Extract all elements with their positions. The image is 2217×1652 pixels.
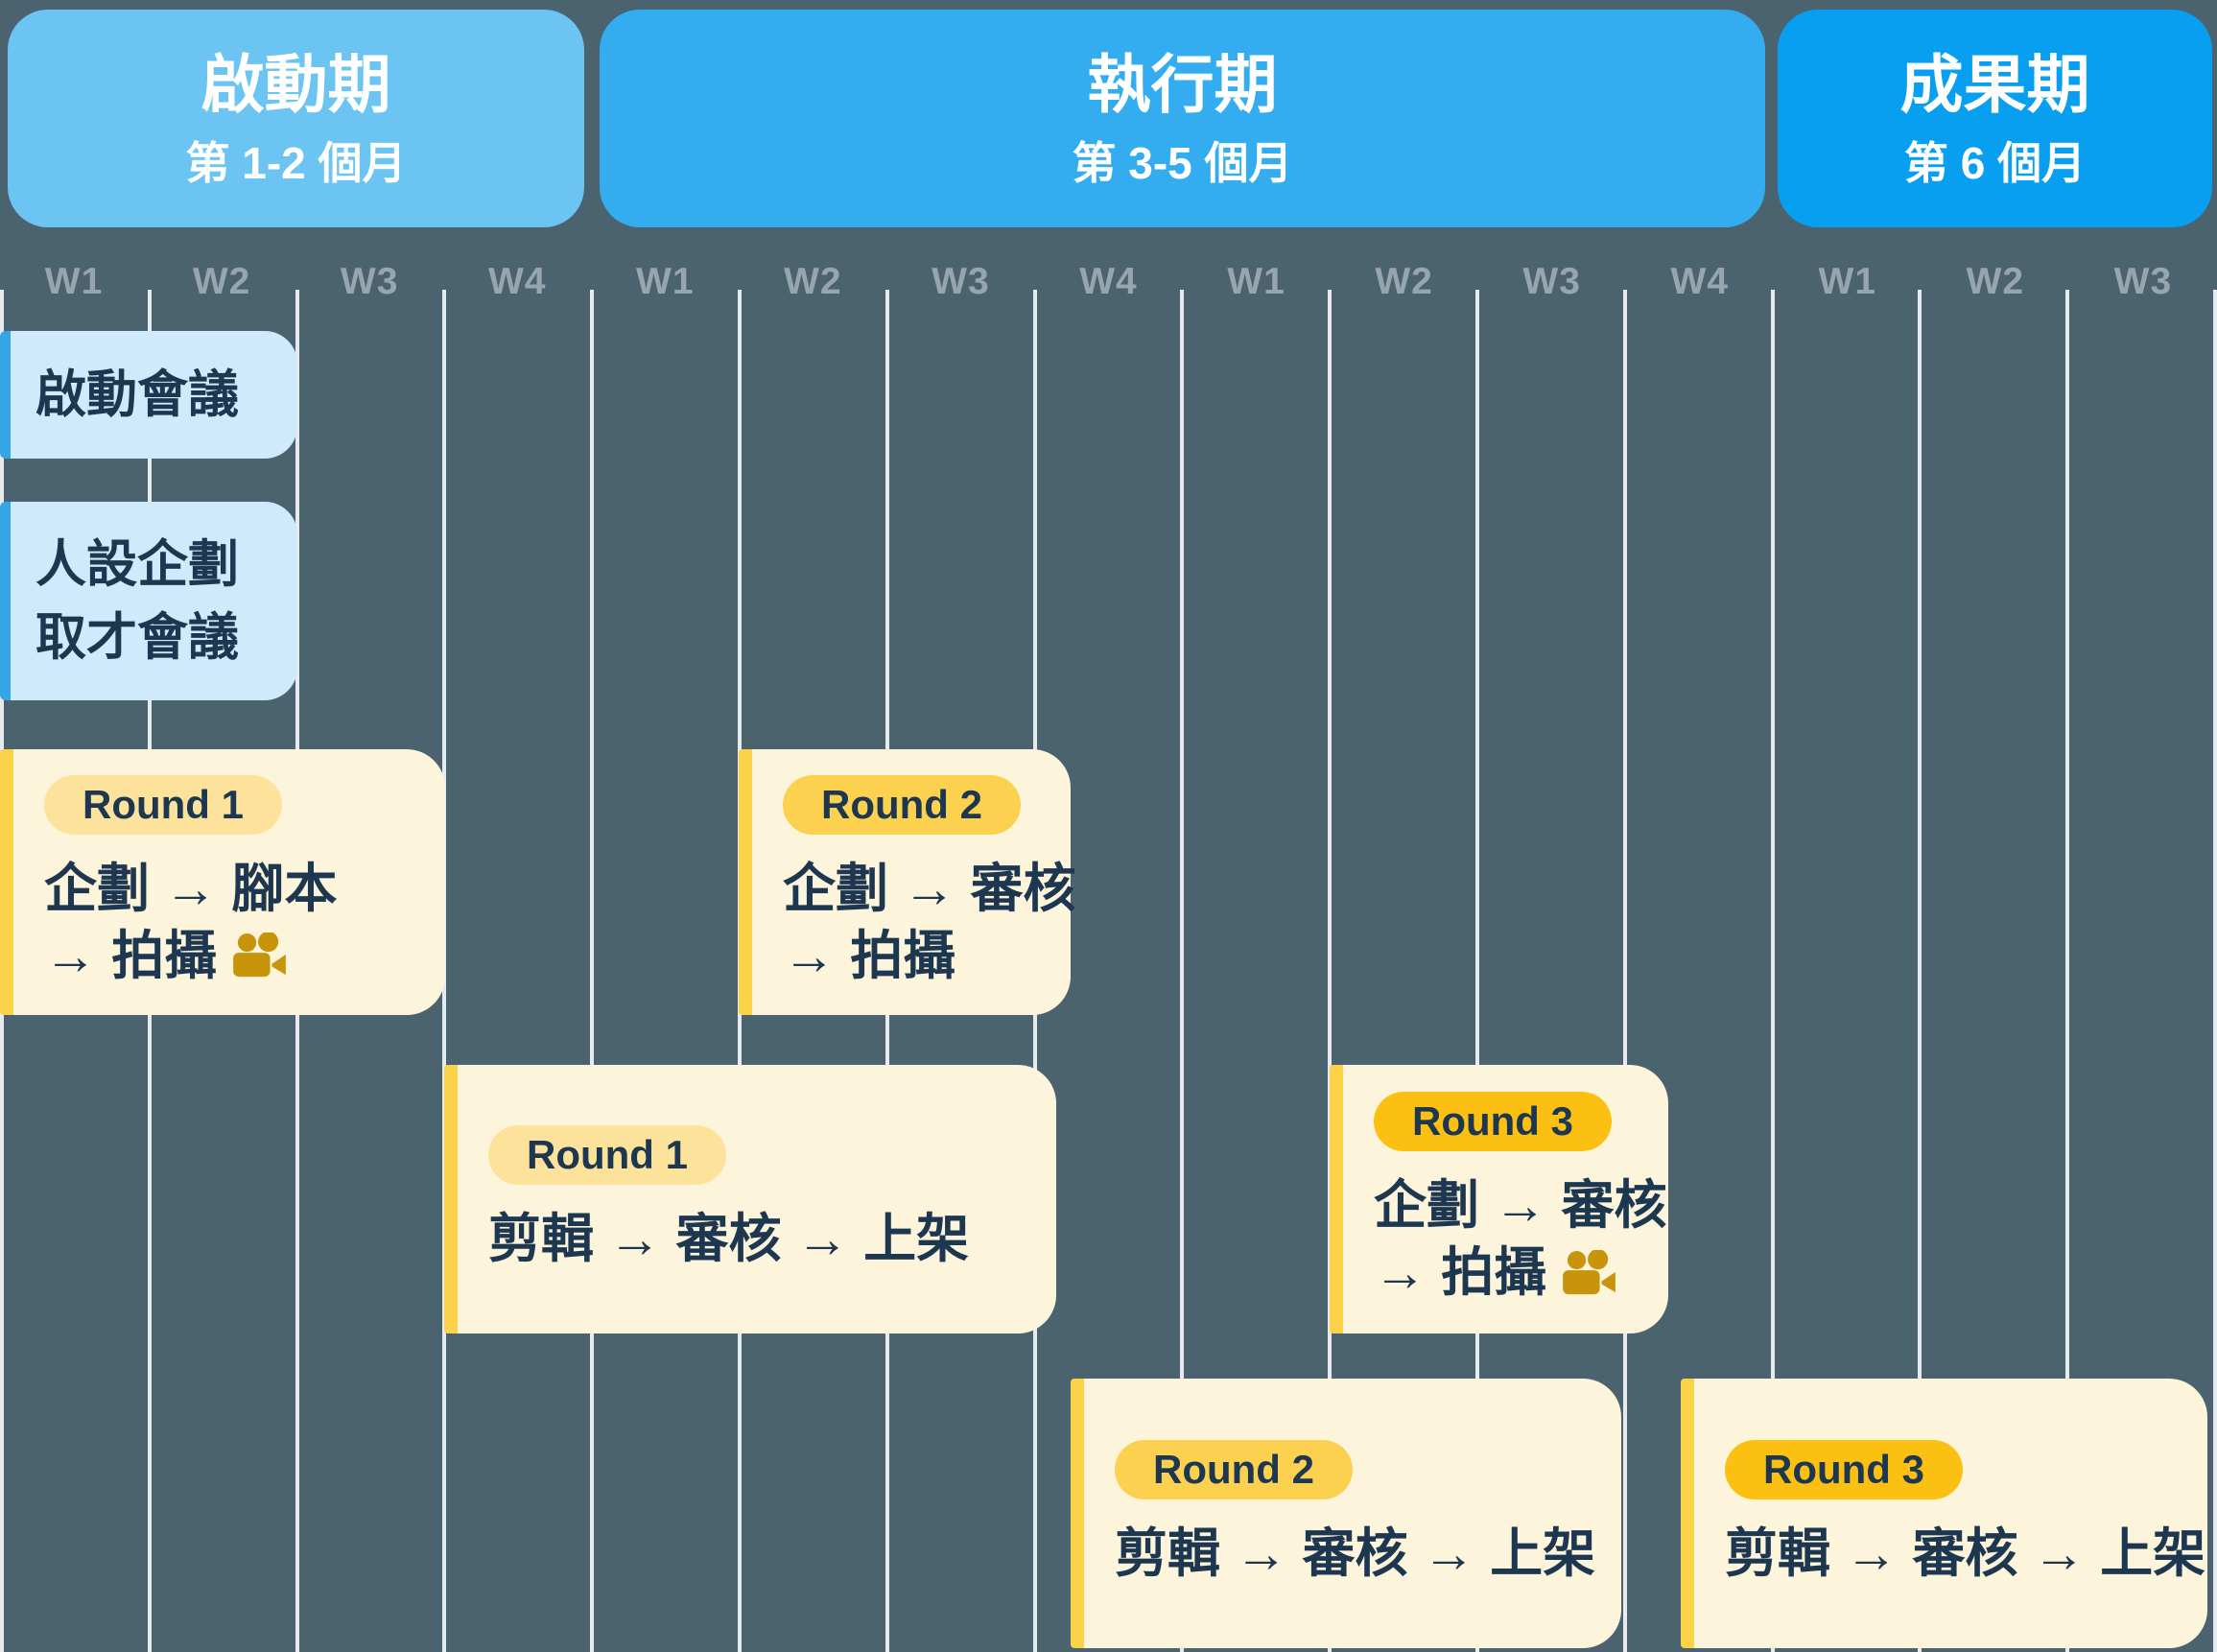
week-label: W2 xyxy=(1375,261,1433,302)
task-step-line: → 拍攝 xyxy=(783,925,956,985)
week-label: W1 xyxy=(1818,261,1877,302)
phase-title: 啟動期 xyxy=(200,48,391,120)
round-badge-label: Round 3 xyxy=(1412,1098,1573,1145)
task-round1-production: Round 1 企劃 → 腳本 → 拍攝 xyxy=(0,749,445,1015)
week-label: W4 xyxy=(1670,261,1729,302)
gridline-column xyxy=(2065,290,2213,1652)
week-label: W1 xyxy=(1227,261,1285,302)
week-label: W1 xyxy=(44,261,104,302)
task-step-line: → 拍攝 xyxy=(1374,1239,1617,1307)
gridline-column xyxy=(590,290,738,1652)
video-camera-icon xyxy=(232,932,288,979)
phase-subtitle: 第 1-2 個月 xyxy=(185,137,407,188)
phase-subtitle: 第 3-5 個月 xyxy=(1072,137,1293,188)
round-badge: Round 2 xyxy=(1115,1439,1353,1499)
task-round1-publish: Round 1 剪輯 → 審核 → 上架 xyxy=(444,1065,1056,1333)
task-round2-publish: Round 2 剪輯 → 審核 → 上架 xyxy=(1071,1379,1621,1648)
gridline-column xyxy=(1918,290,2065,1652)
gridline-column xyxy=(1622,290,1771,1652)
task-step-line: 企劃 → 腳本 xyxy=(44,858,338,918)
task-label: 人設企劃 xyxy=(35,536,239,594)
round-badge: Round 2 xyxy=(783,774,1021,835)
phase-subtitle: 第 6 個月 xyxy=(1903,137,2087,188)
task-round3-production: Round 3 企劃 → 審核 → 拍攝 xyxy=(1330,1065,1668,1333)
round-badge-label: Round 2 xyxy=(1153,1446,1314,1492)
task-kickoff-meeting: 啟動會議 xyxy=(0,331,297,459)
phase-header-execution: 執行期 第 3-5 個月 xyxy=(600,10,1765,227)
phase-title: 成果期 xyxy=(1899,48,2090,120)
gridline-column xyxy=(1328,290,1475,1652)
task-step-line: 剪輯 → 審核 → 上架 xyxy=(1725,1522,2206,1583)
gridline-column xyxy=(1474,290,1623,1652)
task-label: 啟動會議 xyxy=(35,366,239,423)
gridline-column xyxy=(442,290,590,1652)
phase-title: 執行期 xyxy=(1087,48,1278,120)
week-label: W2 xyxy=(192,261,251,302)
week-label: W1 xyxy=(636,261,695,302)
phase-header-results: 成果期 第 6 個月 xyxy=(1778,10,2212,227)
gridline-column xyxy=(1180,290,1328,1652)
week-label: W3 xyxy=(932,261,990,302)
round-badge-label: Round 3 xyxy=(1763,1446,1924,1492)
week-label: W3 xyxy=(340,261,399,302)
round-badge: Round 1 xyxy=(44,774,282,835)
task-step-text: → 拍攝 xyxy=(1374,1242,1547,1302)
round-badge-label: Round 1 xyxy=(527,1132,688,1178)
week-label: W2 xyxy=(784,261,842,302)
task-step-line: → 拍攝 xyxy=(44,923,288,990)
task-round3-publish: Round 3 剪輯 → 審核 → 上架 xyxy=(1681,1379,2207,1648)
week-label: W2 xyxy=(1966,261,2025,302)
round-badge-label: Round 1 xyxy=(83,781,244,827)
gridline-column xyxy=(1770,290,1919,1652)
task-step-line: 剪輯 → 審核 → 上架 xyxy=(488,1209,970,1269)
week-label: W4 xyxy=(1079,261,1138,302)
round-badge: Round 3 xyxy=(1374,1092,1612,1152)
week-labels-row: W1 W2 W3 W4 W1 W2 W3 W4 W1 W2 W3 W4 W1 W… xyxy=(0,261,2217,303)
video-camera-icon xyxy=(1562,1249,1617,1296)
task-step-text: → 拍攝 xyxy=(44,925,218,985)
task-step-line: 剪輯 → 審核 → 上架 xyxy=(1115,1522,1596,1583)
week-label: W4 xyxy=(487,261,547,302)
round-badge: Round 1 xyxy=(488,1125,726,1186)
task-step-line: 企劃 → 審核 xyxy=(783,858,1076,918)
task-step-line: 企劃 → 審核 xyxy=(1374,1175,1667,1236)
week-label: W3 xyxy=(1522,261,1581,302)
round-badge: Round 3 xyxy=(1725,1439,1963,1499)
phase-header-launch: 啟動期 第 1-2 個月 xyxy=(8,10,584,227)
round-badge-label: Round 2 xyxy=(821,781,982,827)
task-label: 取才會議 xyxy=(35,608,239,666)
task-persona-planning-casting: 人設企劃 取才會議 xyxy=(0,502,297,700)
week-label: W3 xyxy=(2113,261,2173,302)
task-round2-production: Round 2 企劃 → 審核 → 拍攝 xyxy=(739,749,1076,1015)
